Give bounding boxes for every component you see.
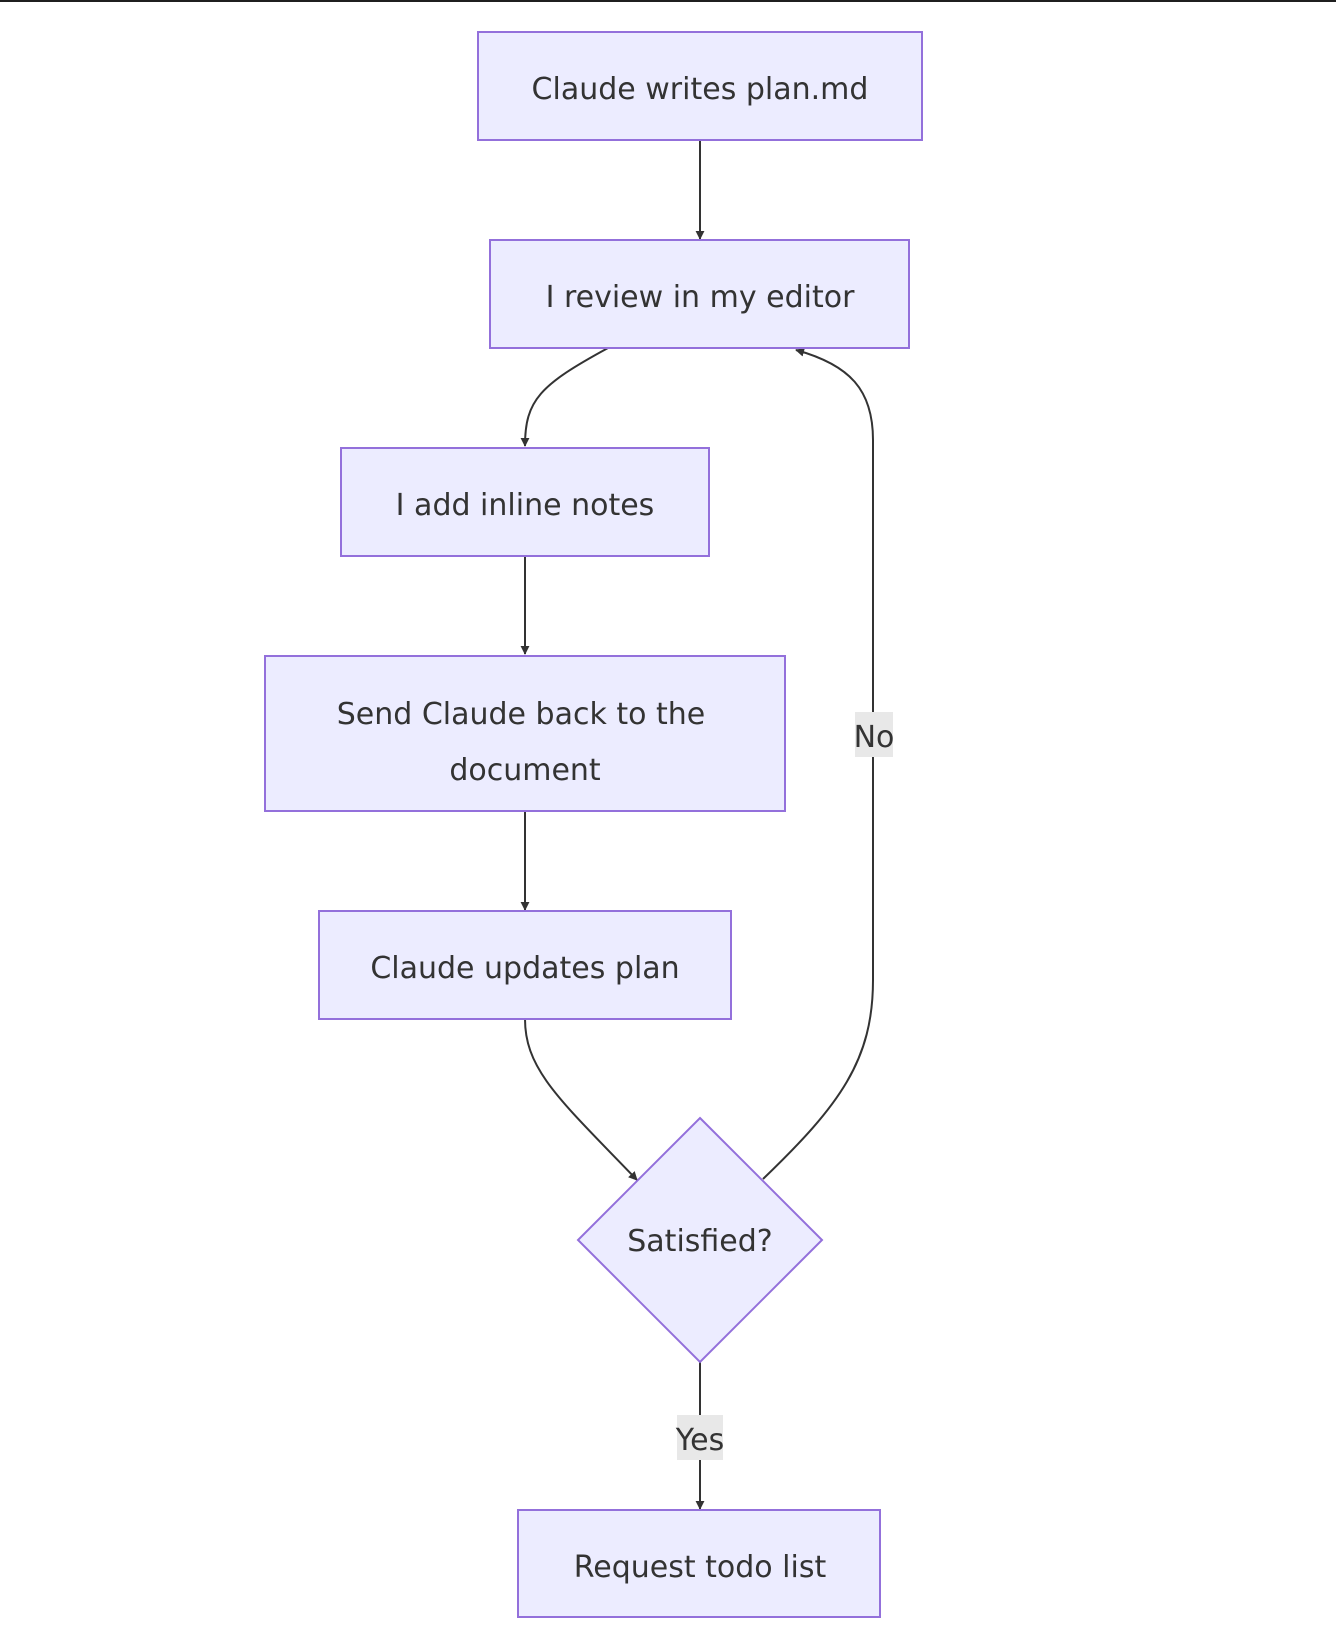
svg-text:Claude writes plan.md: Claude writes plan.md [532, 72, 869, 107]
svg-text:I add inline notes: I add inline notes [396, 488, 655, 523]
svg-text:I review in my editor: I review in my editor [546, 280, 855, 315]
svg-text:Send Claude back to the: Send Claude back to the [337, 697, 706, 732]
svg-text:No: No [854, 720, 895, 755]
node-review-in-editor: I review in my editor [489, 239, 910, 349]
node-send-claude-back: Send Claude back to the document [264, 655, 786, 812]
edge-label-no: No [854, 712, 895, 757]
node-claude-writes-plan: Claude writes plan.md [477, 31, 923, 141]
svg-text:Claude updates plan: Claude updates plan [370, 951, 679, 986]
edge-update-to-satisfied [524, 1018, 638, 1181]
node-claude-updates-plan: Claude updates plan [318, 910, 732, 1020]
edge-satisfied-no-to-review [762, 347, 874, 1180]
edge-label-yes: Yes [675, 1415, 724, 1460]
node-satisfied-decision: Satisfied? [576, 1116, 824, 1364]
svg-text:Request todo list: Request todo list [574, 1550, 827, 1585]
node-add-inline-notes: I add inline notes [340, 447, 710, 557]
top-border [0, 0, 1336, 2]
node-request-todo-list: Request todo list [517, 1509, 881, 1618]
svg-text:Yes: Yes [675, 1423, 724, 1458]
edge-review-to-notes [520, 347, 609, 447]
svg-text:Satisfied?: Satisfied? [627, 1224, 772, 1259]
svg-text:document: document [449, 753, 601, 788]
